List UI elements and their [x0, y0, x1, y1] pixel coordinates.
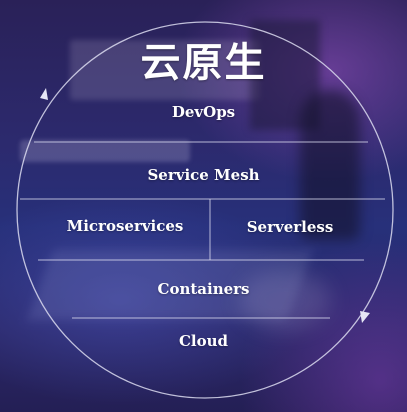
- layer-serverless: Serverless: [246, 218, 334, 236]
- layer-devops: DevOps: [171, 103, 236, 121]
- diagram-title: 云原生: [140, 40, 267, 86]
- layer-microservices: Microservices: [66, 217, 184, 235]
- outer-circle: [16, 21, 394, 399]
- background-dock: [20, 140, 190, 162]
- layer-containers: Containers: [157, 280, 250, 298]
- cycle-arrow-top-left-icon: [40, 88, 48, 100]
- background-person: [300, 90, 360, 240]
- background-monitor: [70, 40, 260, 100]
- background-glow: [240, 270, 330, 330]
- layer-cloud: Cloud: [178, 332, 229, 350]
- cycle-arrow-bottom-right-icon: [360, 311, 370, 323]
- layer-service-mesh: Service Mesh: [147, 166, 260, 184]
